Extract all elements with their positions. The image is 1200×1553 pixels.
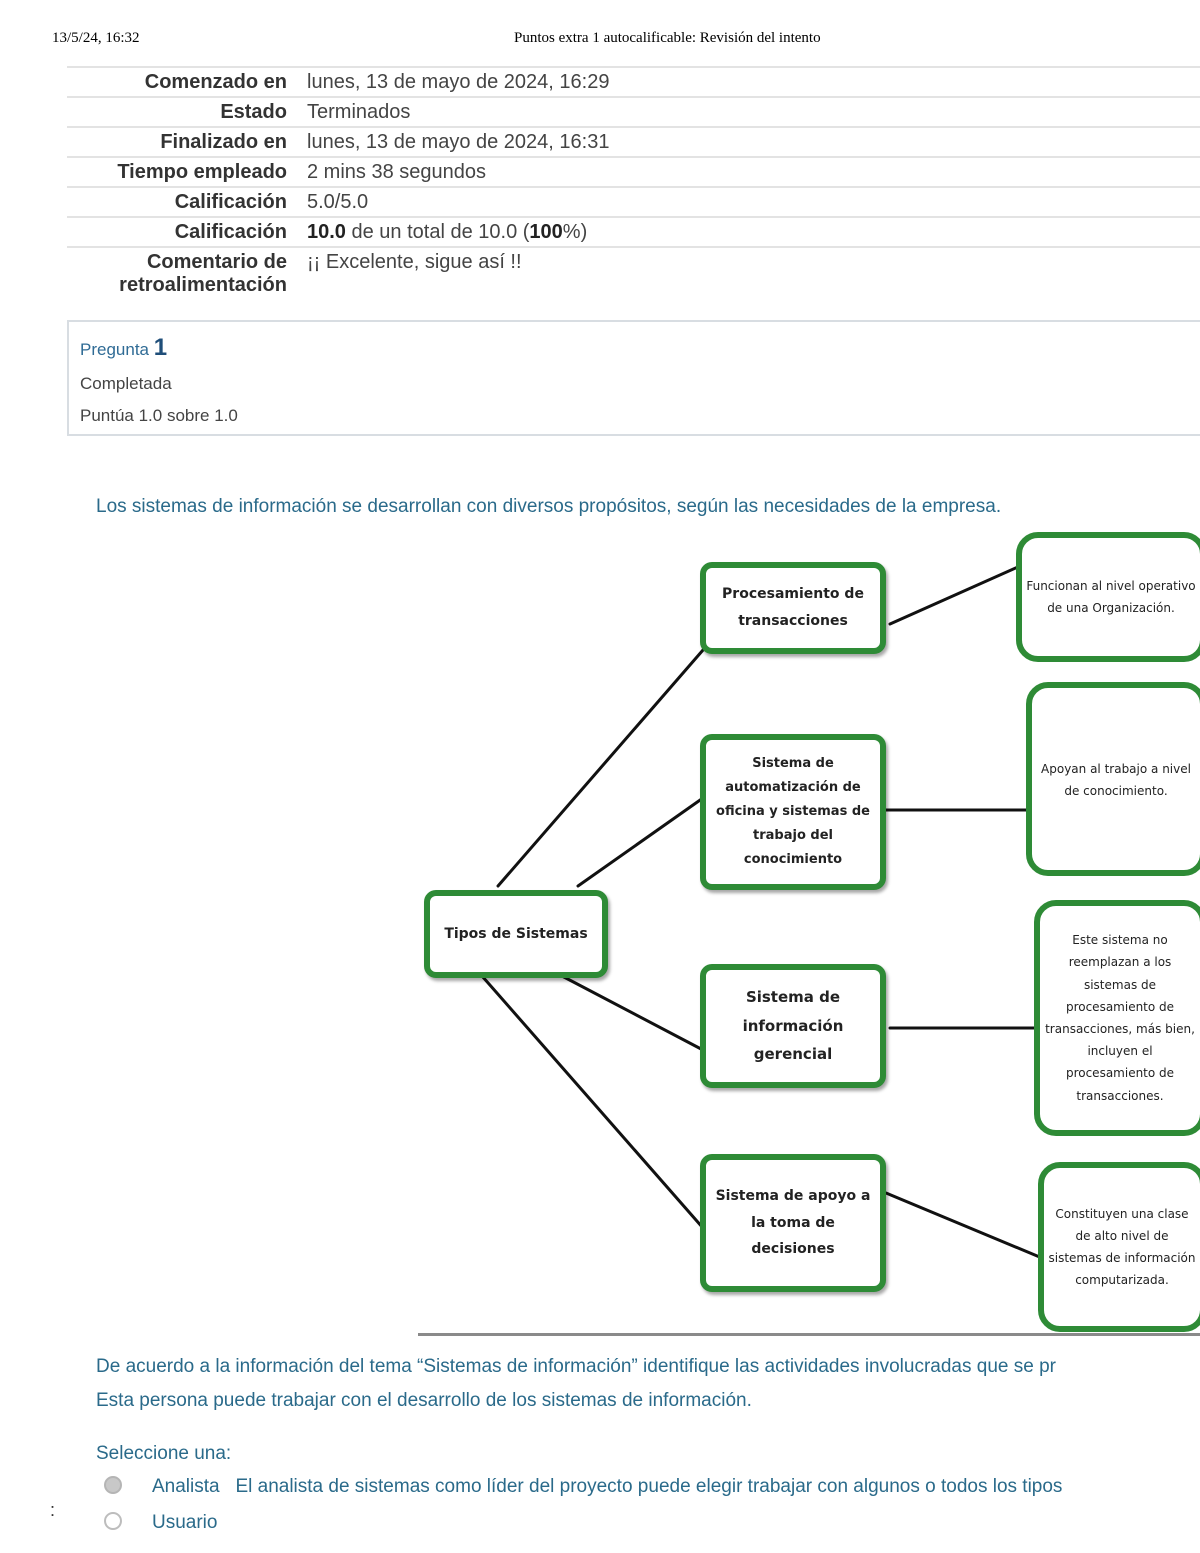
radio-unchecked-icon[interactable] xyxy=(104,1512,122,1530)
summary-row-time: Tiempo empleado 2 mins 38 segundos xyxy=(67,156,1200,187)
branch-procesamiento: Procesamiento de transacciones xyxy=(700,562,886,654)
summary-value: 10.0 de un total de 10.0 (100%) xyxy=(297,216,1200,247)
print-header: 13/5/24, 16:32 Puntos extra 1 autocalifi… xyxy=(0,28,1200,50)
option-label: Usuario xyxy=(152,1512,218,1533)
connector-root-automatizacion xyxy=(576,796,705,888)
diagram-connectors xyxy=(480,564,1044,1260)
summary-value: 2 mins 38 segundos xyxy=(297,156,1200,187)
question-text: De acuerdo a la información del tema “Si… xyxy=(96,1350,1200,1418)
grade-total: de un total de 10.0 ( xyxy=(345,221,530,243)
attempt-summary-table: Comenzado en lunes, 13 de mayo de 2024, … xyxy=(67,66,1200,299)
question-line-1: De acuerdo a la información del tema “Si… xyxy=(96,1356,1057,1377)
page-mark: : xyxy=(50,1500,56,1520)
question-label: Pregunta xyxy=(80,340,149,359)
select-prompt: Seleccione una: xyxy=(96,1443,232,1464)
grade-percent: 100 xyxy=(529,221,563,243)
summary-row-finished: Finalizado en lunes, 13 de mayo de 2024,… xyxy=(67,126,1200,157)
summary-row-marks: Calificación 5.0/5.0 xyxy=(67,186,1200,217)
question-intro: Los sistemas de información se desarroll… xyxy=(96,496,1002,517)
branch-automatizacion: Sistema de automatización de oficina y s… xyxy=(700,734,886,890)
connector-apoyo-desc xyxy=(884,1191,1044,1260)
question-number: Pregunta 1 xyxy=(80,334,167,362)
branch-apoyo-decisiones: Sistema de apoyo a la toma de decisiones xyxy=(700,1154,886,1292)
question-line-2: Esta persona puede trabajar con el desar… xyxy=(96,1390,752,1411)
option-feedback: El analista de sistemas como líder del p… xyxy=(235,1476,1063,1497)
summary-label: Comentario de retroalimentación xyxy=(67,246,297,299)
summary-value: lunes, 13 de mayo de 2024, 16:29 xyxy=(297,66,1200,97)
grade-value: 10.0 xyxy=(307,221,346,243)
connector-root-gerencial xyxy=(560,974,705,1052)
desc-procesamiento: Funcionan al nivel operativo de una Orga… xyxy=(1016,532,1200,662)
summary-label: Estado xyxy=(67,96,297,127)
grade-end: %) xyxy=(562,221,588,243)
summary-label: Finalizado en xyxy=(67,126,297,157)
desc-gerencial: Este sistema no reemplazan a los sistema… xyxy=(1034,900,1200,1136)
connector-root-procesamiento xyxy=(496,648,705,888)
option-label: Analista xyxy=(152,1476,220,1497)
branch-gerencial: Sistema de información gerencial xyxy=(700,964,886,1088)
option-analista[interactable]: Analista El analista de sistemas como lí… xyxy=(104,1476,1062,1498)
desc-automatizacion: Apoyan al trabajo a nivel de conocimient… xyxy=(1026,682,1200,876)
radio-checked-icon[interactable] xyxy=(104,1476,122,1494)
summary-row-feedback: Comentario de retroalimentación ¡¡ Excel… xyxy=(67,246,1200,299)
print-title: Puntos extra 1 autocalificable: Revisión… xyxy=(514,30,821,46)
desc-apoyo-decisiones: Constituyen una clase de alto nivel de s… xyxy=(1038,1162,1200,1332)
divider xyxy=(418,1333,1200,1336)
summary-label: Tiempo empleado xyxy=(67,156,297,187)
summary-row-grade: Calificación 10.0 de un total de 10.0 (1… xyxy=(67,216,1200,247)
summary-label: Comenzado en xyxy=(67,66,297,97)
summary-value: ¡¡ Excelente, sigue así !! xyxy=(297,246,1200,299)
diagram-root-node: Tipos de Sistemas xyxy=(424,890,608,978)
systems-diagram: Tipos de Sistemas Procesamiento de trans… xyxy=(420,528,1200,1338)
option-usuario[interactable]: Usuario xyxy=(104,1512,217,1534)
summary-label: Calificación xyxy=(67,216,297,247)
summary-value: Terminados xyxy=(297,96,1200,127)
question-info-box: Pregunta 1 Completada Puntúa 1.0 sobre 1… xyxy=(67,320,1200,436)
question-grade: Puntúa 1.0 sobre 1.0 xyxy=(80,406,238,425)
summary-value: lunes, 13 de mayo de 2024, 16:31 xyxy=(297,126,1200,157)
print-date: 13/5/24, 16:32 xyxy=(52,30,140,46)
summary-label: Calificación xyxy=(67,186,297,217)
connector-root-apoyo xyxy=(480,974,705,1230)
summary-value: 5.0/5.0 xyxy=(297,186,1200,217)
question-num: 1 xyxy=(153,334,168,361)
summary-row-started: Comenzado en lunes, 13 de mayo de 2024, … xyxy=(67,66,1200,97)
question-state: Completada xyxy=(80,374,172,393)
connector-procesamiento-desc xyxy=(888,564,1022,626)
summary-row-state: Estado Terminados xyxy=(67,96,1200,127)
